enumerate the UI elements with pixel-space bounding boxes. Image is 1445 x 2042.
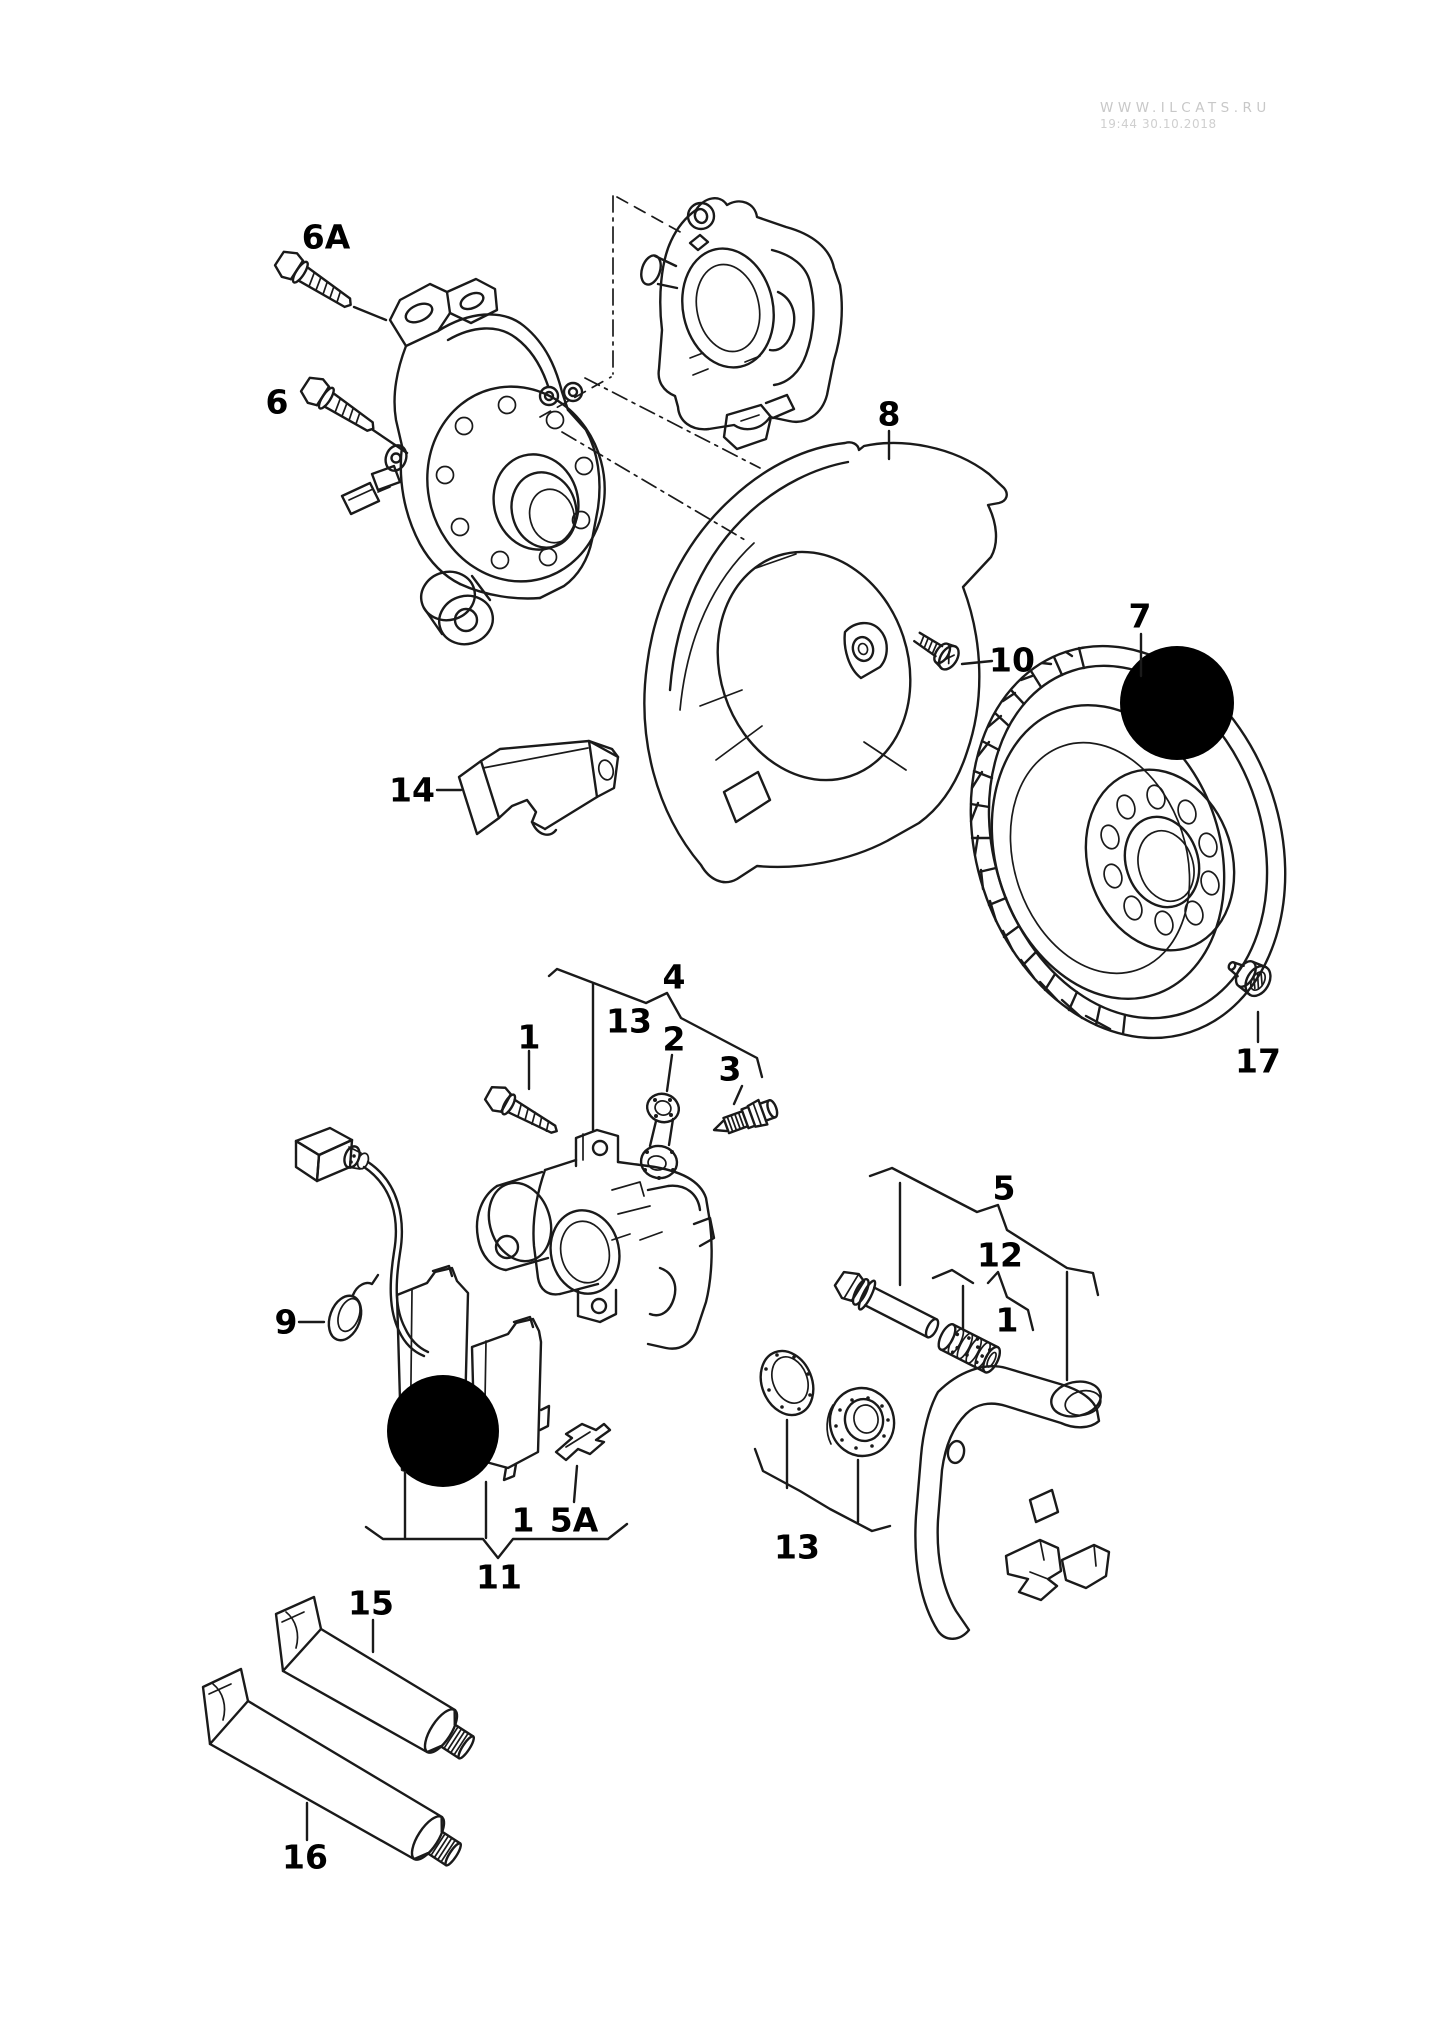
bolt-1-caliper [483, 1085, 558, 1134]
retaining-clip-5a [554, 1422, 612, 1462]
guide-pin-bolt [833, 1270, 940, 1339]
screw-10 [913, 631, 960, 671]
abs-sensor-plug [340, 481, 381, 516]
callout-1-guide-pin: 1 [995, 1300, 1019, 1340]
caliper-carrier [914, 1365, 1111, 1640]
guide-bushing-12 [937, 1323, 1002, 1374]
callout-7: 7 [1128, 596, 1152, 636]
grease-tube-16 [201, 1667, 463, 1867]
grease-tube-15 [274, 1595, 476, 1760]
callout-13-lower: 13 [774, 1527, 820, 1567]
group-4-bracket [527, 967, 764, 1132]
leader-2 [665, 1053, 674, 1093]
leader-5a [572, 1464, 579, 1504]
splash-shield [643, 441, 1008, 884]
blackout-marker-disc [1120, 646, 1234, 760]
grommet-9 [327, 1273, 380, 1342]
spring-link-2 [639, 1092, 681, 1180]
callout-12: 12 [977, 1235, 1023, 1275]
blackout-marker-pads [387, 1375, 499, 1487]
brake-pads [387, 1264, 551, 1487]
watermark: WWW.ILCATS.RU 19:44 30.10.2018 [1100, 100, 1271, 132]
disc-vent-hatching [969, 646, 1127, 1036]
callout-4: 4 [662, 957, 686, 997]
watermark-timestamp: 19:44 30.10.2018 [1100, 116, 1217, 131]
caliper-body [475, 1128, 716, 1350]
wheel-bearing-housing [340, 277, 606, 646]
watermark-site: WWW.ILCATS.RU [1100, 100, 1271, 116]
hub-flange [426, 385, 606, 583]
leader-6-to-part [371, 428, 409, 455]
sensor-connector [294, 1126, 370, 1183]
leader-3 [732, 1084, 744, 1106]
caliper-housing-top [640, 197, 843, 451]
callout-13-upper: 13 [606, 1001, 652, 1041]
bushing-13 [826, 1386, 896, 1458]
leader-10 [960, 659, 994, 666]
callout-3: 3 [718, 1049, 742, 1089]
callout-1-pads: 1 [511, 1500, 535, 1540]
group-5-bracket [868, 1166, 1100, 1382]
callout-16: 16 [282, 1837, 328, 1877]
heat-shield-bracket [457, 739, 620, 836]
callout-1-caliper: 1 [517, 1017, 541, 1057]
callout-5a: 5A [549, 1500, 599, 1540]
leader-6a-to-part [352, 305, 388, 322]
seal-ring-13 [759, 1349, 815, 1417]
bolt-6a [273, 250, 352, 309]
callout-9: 9 [274, 1302, 298, 1342]
callout-17: 17 [1235, 1041, 1281, 1081]
callout-11: 11 [476, 1557, 522, 1597]
bolt-6 [299, 376, 375, 432]
callout-2: 2 [662, 1019, 686, 1059]
callout-8: 8 [877, 394, 901, 434]
sensor-cable [362, 1160, 430, 1358]
construction-lines [539, 195, 761, 541]
callout-15: 15 [348, 1583, 394, 1623]
brake-disc [969, 644, 1287, 1040]
callout-6: 6 [265, 382, 289, 422]
callout-6a: 6A [301, 217, 351, 257]
callout-10: 10 [989, 640, 1035, 680]
abs-sensor-bracket [370, 464, 402, 492]
group-11-bracket [364, 1470, 629, 1560]
group-13-bracket [753, 1418, 892, 1533]
callout-14: 14 [389, 770, 435, 810]
callout-5: 5 [992, 1168, 1016, 1208]
bleeder-valve-3 [712, 1098, 779, 1135]
disc-hub [1084, 768, 1236, 952]
screw-17 [1227, 960, 1272, 998]
